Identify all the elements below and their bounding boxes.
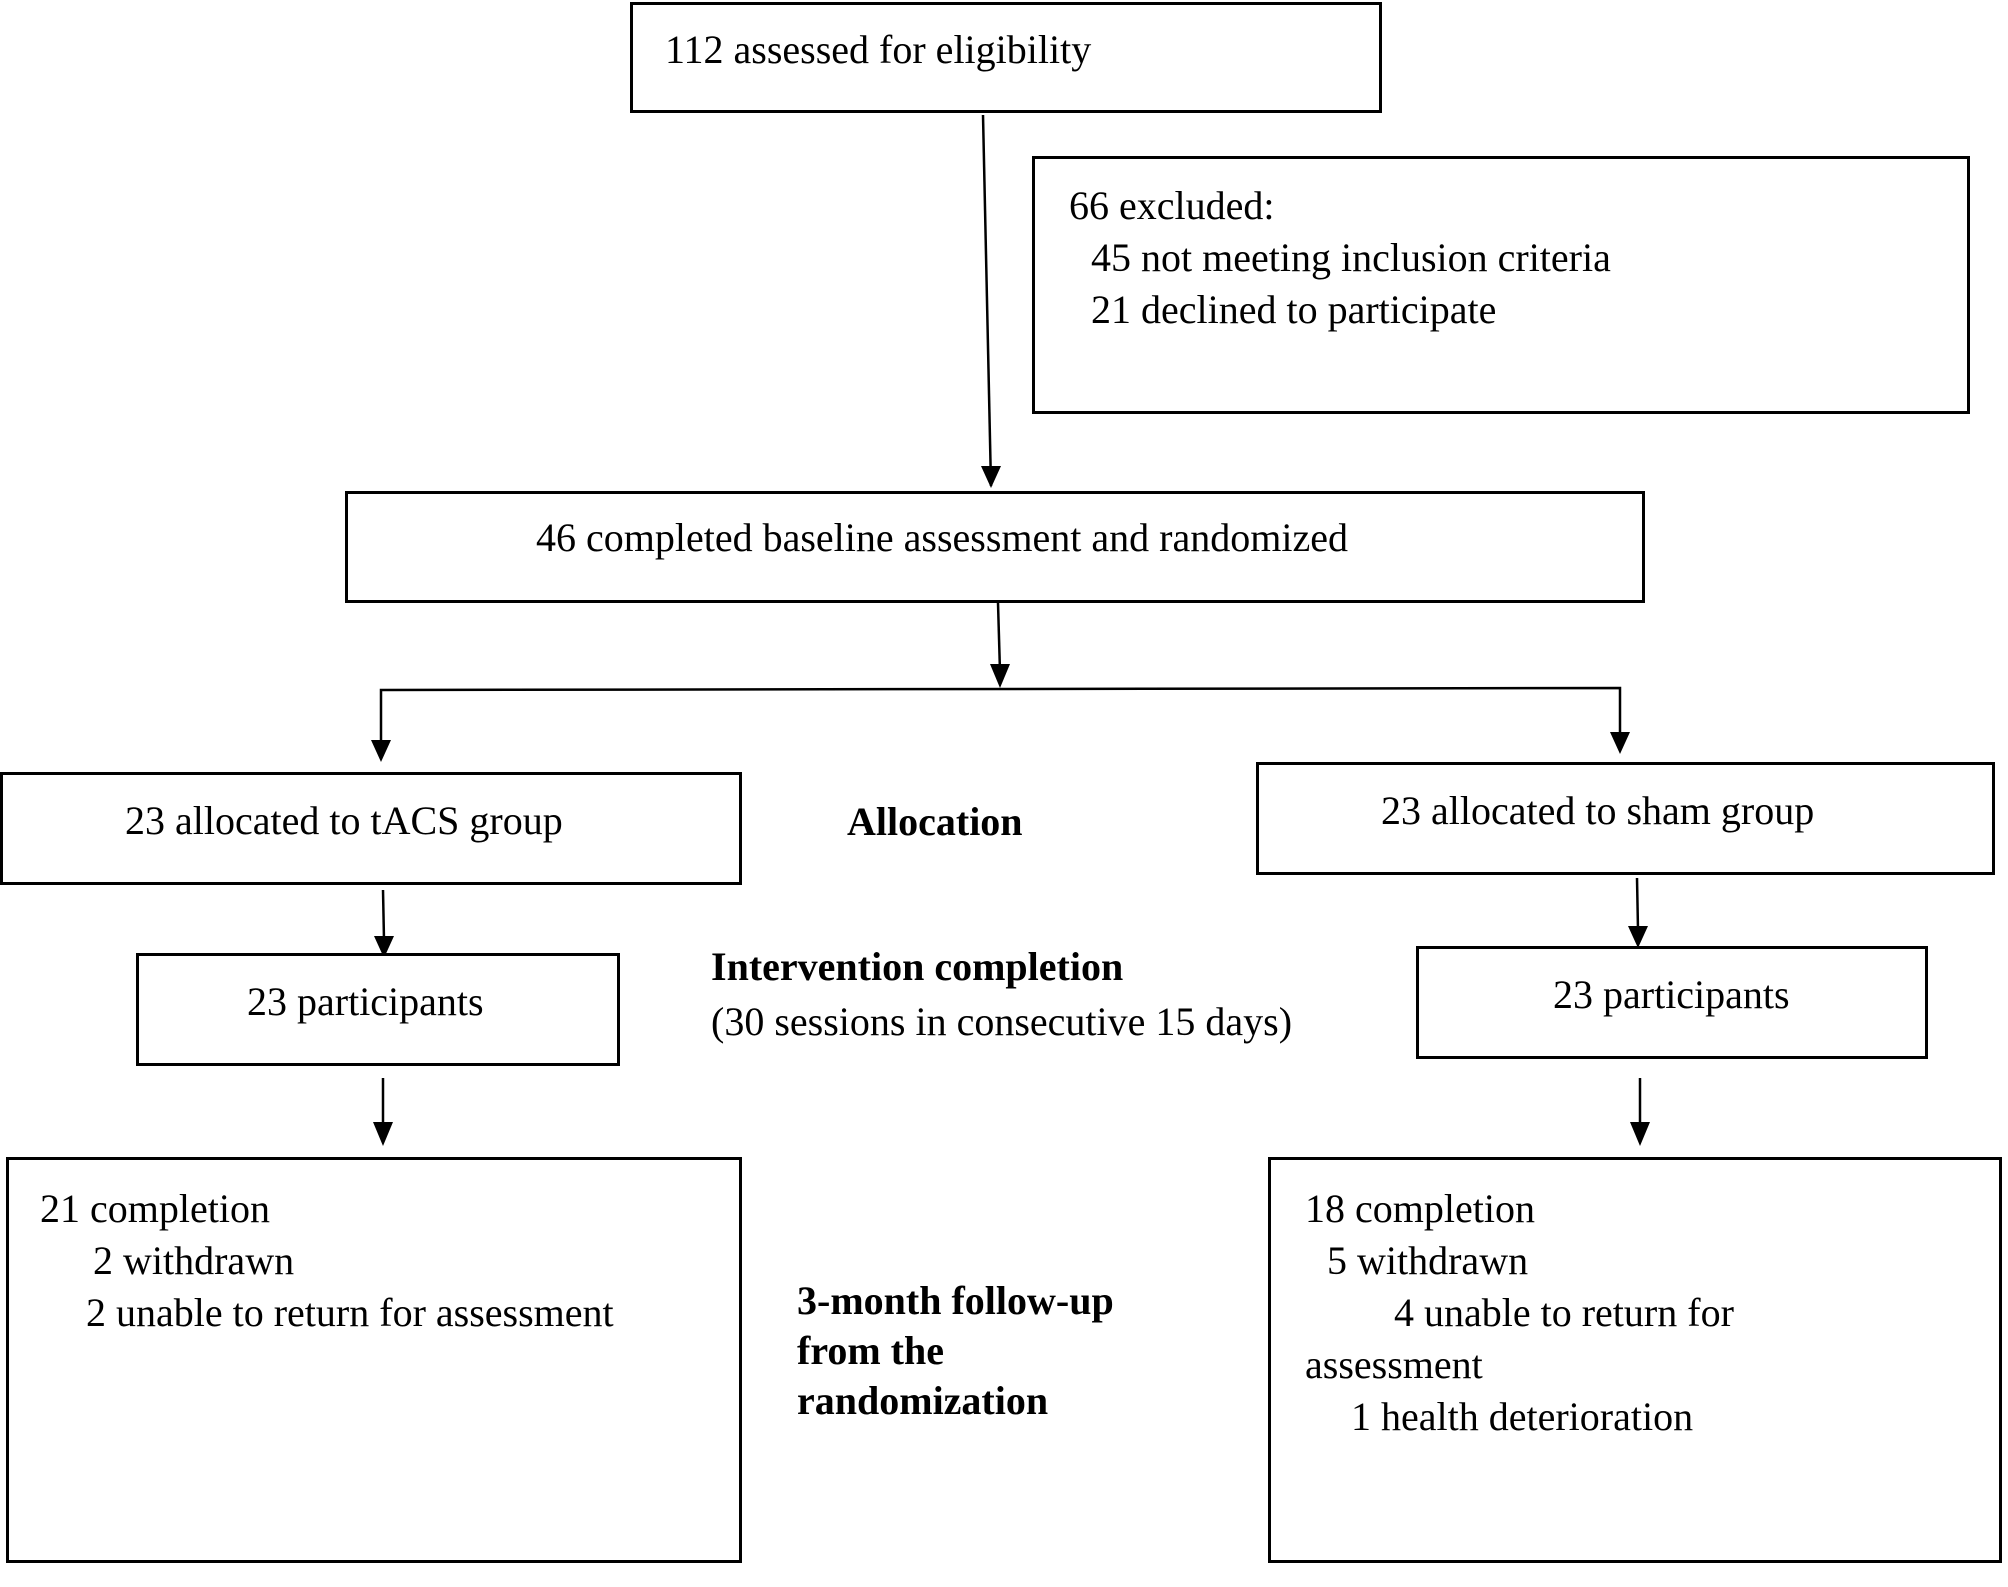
intervention-note: (30 sessions in consecutive 15 days) xyxy=(711,999,1293,1044)
arrow-tacs-to-participants xyxy=(381,889,386,941)
excluded-box: 66 excluded: 45 not meeting inclusion cr… xyxy=(1032,156,1970,414)
arrowhead-split xyxy=(990,664,1010,688)
sham-allocated-box: 23 allocated to sham group xyxy=(1256,762,1995,875)
assessed-text: 112 assessed for eligibility xyxy=(665,27,1092,72)
followup-label-line1: 3-month follow-up xyxy=(797,1278,1114,1323)
excluded-item: 21 declined to participate xyxy=(1091,287,1497,332)
randomized-box: 46 completed baseline assessment and ran… xyxy=(345,491,1645,603)
arrow-assessed-to-randomized xyxy=(981,114,993,487)
excluded-title: 66 excluded: xyxy=(1069,183,1275,228)
excluded-item: 45 not meeting inclusion criteria xyxy=(1091,235,1611,280)
arrowhead-tacs-followup xyxy=(373,1122,393,1146)
tacs-followup-box: 21 completion 2 withdrawn 2 unable to re… xyxy=(6,1157,742,1563)
sham-withdrawn: 5 withdrawn xyxy=(1327,1238,1529,1283)
sham-allocated-text: 23 allocated to sham group xyxy=(1381,788,1815,833)
allocation-label: Allocation xyxy=(847,799,1023,844)
assessed-box: 112 assessed for eligibility xyxy=(630,2,1382,113)
intervention-label: Intervention completion xyxy=(711,944,1124,989)
sham-participants-box: 23 participants xyxy=(1416,946,1928,1059)
arrowhead-sham xyxy=(1610,732,1630,754)
arrowhead-tacs-participants xyxy=(374,936,394,958)
followup-label-line2: from the xyxy=(797,1328,944,1373)
arrowhead-randomized xyxy=(981,466,1001,488)
arrow-sham-to-participants xyxy=(1635,877,1640,931)
tacs-completion: 21 completion xyxy=(40,1186,270,1231)
tacs-participants-text: 23 participants xyxy=(247,979,484,1024)
arrow-randomized-to-split xyxy=(996,602,1002,673)
arrowhead-sham-participants xyxy=(1628,926,1648,948)
sham-completion: 18 completion xyxy=(1305,1186,1535,1231)
sham-health-reason: 1 health deterioration xyxy=(1351,1394,1694,1439)
sham-followup-box: 18 completion 5 withdrawn 4 unable to re… xyxy=(1268,1157,2002,1563)
tacs-withdrawn: 2 withdrawn xyxy=(93,1238,295,1283)
tacs-allocated-box: 23 allocated to tACS group xyxy=(0,772,742,885)
tacs-withdrawal-reason: 2 unable to return for assessment xyxy=(86,1290,614,1335)
sham-withdrawal-reason-cont: assessment xyxy=(1305,1342,1483,1387)
split-line xyxy=(379,686,1622,742)
arrowhead-sham-followup xyxy=(1630,1122,1650,1146)
sham-withdrawal-reason: 4 unable to return for xyxy=(1394,1290,1734,1335)
tacs-participants-box: 23 participants xyxy=(136,953,620,1066)
randomized-text: 46 completed baseline assessment and ran… xyxy=(536,515,1348,560)
sham-participants-text: 23 participants xyxy=(1553,972,1790,1017)
followup-label-line3: randomization xyxy=(797,1378,1049,1423)
tacs-allocated-text: 23 allocated to tACS group xyxy=(125,798,563,843)
arrowhead-tacs xyxy=(371,740,391,762)
